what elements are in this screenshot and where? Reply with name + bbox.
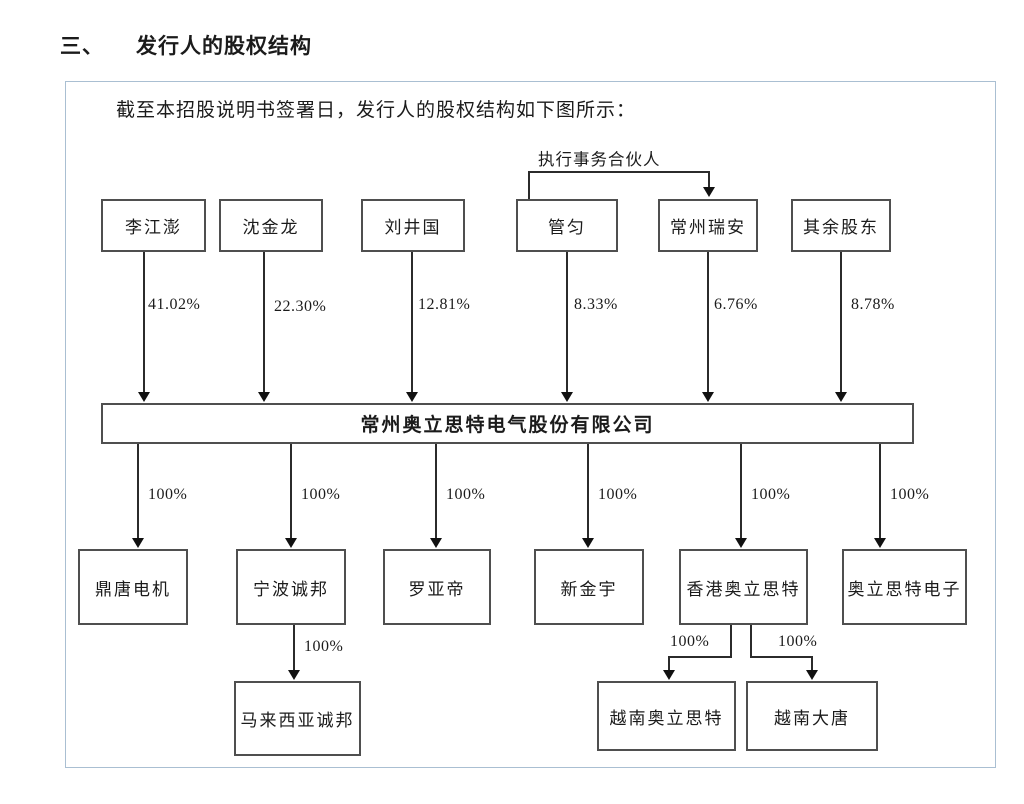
connector-line [290, 444, 292, 539]
connector-line [668, 656, 670, 671]
shareholder-box: 刘井国 [361, 199, 465, 252]
connector-line [411, 252, 413, 393]
connector-arrow [735, 538, 747, 548]
subsidiary-box: 鼎唐电机 [78, 549, 188, 625]
grandchild-box: 马来西亚诚邦 [234, 681, 361, 756]
connector-arrow [703, 187, 715, 197]
subsidiary-name: 奥立思特电子 [847, 579, 962, 599]
ownership-label: 41.02% [148, 296, 201, 313]
subsidiary-box: 罗亚帝 [383, 549, 491, 625]
connector-line [528, 171, 530, 199]
ownership-label: 22.30% [274, 298, 327, 315]
shareholder-box: 李江澎 [101, 199, 206, 252]
connector-arrow [258, 392, 270, 402]
connector-line [750, 625, 752, 658]
connector-arrow [874, 538, 886, 548]
ownership-label: 100% [148, 486, 188, 503]
intro-paragraph: 截至本招股说明书签署日，发行人的股权结构如下图所示： [116, 100, 637, 121]
shareholder-name: 刘井国 [384, 218, 442, 237]
connector-arrow [430, 538, 442, 548]
ownership-label: 100% [304, 638, 344, 655]
ownership-label: 100% [751, 486, 791, 503]
subsidiary-box: 宁波诚邦 [236, 549, 346, 625]
ownership-label: 100% [301, 486, 341, 503]
ownership-label: 100% [670, 633, 710, 650]
shareholder-box: 其余股东 [791, 199, 891, 252]
ownership-label: 100% [598, 486, 638, 503]
connector-arrow [138, 392, 150, 402]
connector-line [137, 444, 139, 539]
shareholder-box: 常州瑞安 [658, 199, 758, 252]
connector-line [293, 625, 295, 671]
subsidiary-name: 罗亚帝 [408, 579, 466, 599]
grandchild-box: 越南大唐 [746, 681, 878, 751]
subsidiary-name: 香港奥立思特 [686, 579, 801, 599]
grandchild-box: 越南奥立思特 [597, 681, 736, 751]
ownership-label: 100% [890, 486, 930, 503]
connector-arrow [132, 538, 144, 548]
diagram-frame: 截至本招股说明书签署日，发行人的股权结构如下图所示： 执行事务合伙人 李江澎 沈… [65, 81, 996, 768]
ownership-label: 12.81% [418, 296, 471, 313]
connector-arrow [582, 538, 594, 548]
connector-line [528, 171, 709, 173]
section-heading: 三、 发行人的股权结构 [60, 30, 312, 60]
shareholder-name: 李江澎 [125, 218, 182, 237]
subsidiary-name: 鼎唐电机 [95, 579, 171, 599]
subsidiary-box: 新金宇 [534, 549, 644, 625]
subsidiary-box: 奥立思特电子 [842, 549, 967, 625]
connector-arrow [835, 392, 847, 402]
company-box: 常州奥立思特电气股份有限公司 [101, 403, 914, 444]
connector-arrow [561, 392, 573, 402]
connector-arrow [702, 392, 714, 402]
connector-arrow [285, 538, 297, 548]
subsidiary-name: 宁波诚邦 [253, 579, 329, 599]
ownership-label: 8.78% [851, 296, 895, 313]
connector-line [566, 252, 568, 393]
grandchild-name: 马来西亚诚邦 [240, 711, 355, 730]
ownership-label: 8.33% [574, 296, 618, 313]
connector-arrow [288, 670, 300, 680]
connector-line [707, 252, 709, 393]
connector-line [263, 252, 265, 393]
shareholder-name: 沈金龙 [242, 218, 300, 237]
connector-arrow [406, 392, 418, 402]
grandchild-name: 越南大唐 [774, 708, 850, 728]
section-title: 发行人的股权结构 [136, 34, 312, 58]
connector-arrow [663, 670, 675, 680]
connector-line [587, 444, 589, 539]
ownership-label: 100% [778, 633, 818, 650]
connector-line [730, 625, 732, 658]
section-number: 三、 [60, 34, 104, 58]
connector-line [740, 444, 742, 539]
shareholder-name: 其余股东 [803, 218, 879, 237]
connector-line [811, 656, 813, 671]
connector-line [143, 252, 145, 393]
executive-partner-label: 执行事务合伙人 [538, 150, 661, 169]
company-name: 常州奥立思特电气股份有限公司 [360, 415, 655, 436]
connector-line [840, 252, 842, 393]
connector-arrow [806, 670, 818, 680]
shareholder-box: 管匀 [516, 199, 618, 252]
shareholder-name: 管匀 [548, 218, 586, 237]
subsidiary-box: 香港奥立思特 [679, 549, 808, 625]
connector-line [435, 444, 437, 539]
connector-line [750, 656, 813, 658]
ownership-label: 100% [446, 486, 486, 503]
connector-line [879, 444, 881, 539]
subsidiary-name: 新金宇 [560, 579, 618, 599]
shareholder-box: 沈金龙 [219, 199, 323, 252]
connector-line [708, 171, 710, 188]
shareholder-name: 常州瑞安 [670, 218, 746, 237]
grandchild-name: 越南奥立思特 [609, 708, 724, 728]
ownership-label: 6.76% [714, 296, 758, 313]
connector-line [668, 656, 732, 658]
